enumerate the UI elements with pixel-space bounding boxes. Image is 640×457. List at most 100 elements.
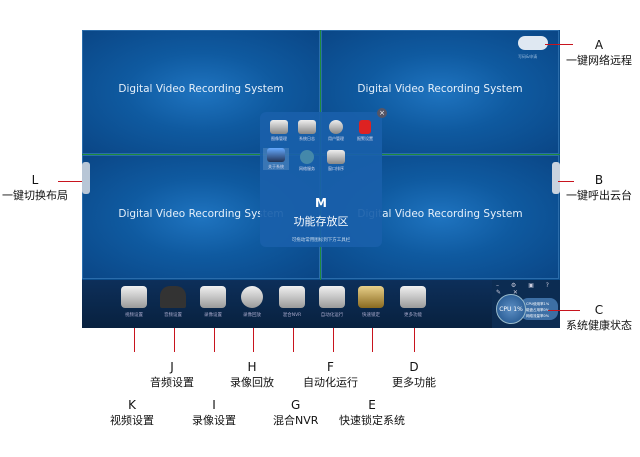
callout-line <box>333 328 334 352</box>
window-controls[interactable]: – ⚙ ▣ ? ✎ ✕ <box>496 282 554 296</box>
record-settings-button[interactable]: 录像设置 <box>193 286 233 318</box>
callout-text: 一键网络远程 <box>566 54 632 67</box>
alarm-icon <box>359 120 371 134</box>
computer-icon <box>267 148 285 162</box>
callout-key: C <box>594 303 604 317</box>
callout-key: A <box>594 38 604 52</box>
box-icon <box>400 286 426 308</box>
callout-key: E <box>368 398 376 412</box>
callout-line <box>545 44 573 45</box>
user-icon <box>329 120 343 134</box>
callout-text: 录像回放 <box>230 376 274 389</box>
item-label: 窗口排序 <box>328 166 344 171</box>
callout-line <box>134 328 135 352</box>
quick-lock-button[interactable]: 快速锁定 <box>351 286 391 318</box>
callout-text: 混合NVR <box>273 414 319 427</box>
button-label: 混合NVR <box>282 313 302 318</box>
callout-key: D <box>409 360 419 374</box>
function-area-popup: × 图像管理 系统日志 用户管理 报警设置 关于系统 网络服务 窗口排序 M 功… <box>260 108 387 247</box>
callout-l: L 一键切换布局 <box>2 173 68 203</box>
headphones-icon <box>160 286 186 308</box>
callout-line <box>174 328 175 352</box>
item-label: 用户管理 <box>328 136 344 141</box>
popup-hint: 可拖动常用图标到下方工具栏 <box>291 238 351 243</box>
callout-text: 快速锁定系统 <box>339 414 405 427</box>
film-reel-icon <box>241 286 263 308</box>
popup-item[interactable]: 网络服务 <box>294 150 320 172</box>
item-label: 关于系统 <box>268 164 284 169</box>
callout-key: L <box>31 173 39 187</box>
callout-text: 更多功能 <box>392 376 436 389</box>
callout-line <box>293 328 294 352</box>
callout-text: 视频设置 <box>110 414 154 427</box>
callout-line <box>548 310 580 311</box>
cpu-usage: CPU使用率1% <box>526 302 550 306</box>
log-icon <box>298 120 316 134</box>
button-label: 快速锁定 <box>362 313 380 318</box>
automation-icon <box>319 286 345 308</box>
audio-settings-button[interactable]: 音频设置 <box>153 286 193 318</box>
button-label: 录像回放 <box>243 313 261 318</box>
cpu-gauge: CPU 1% <box>496 294 526 324</box>
callout-line <box>414 328 415 352</box>
callout-text: 自动化运行 <box>303 376 358 389</box>
callout-key: J <box>170 360 174 374</box>
callout-line <box>253 328 254 352</box>
item-label: 图像管理 <box>271 136 287 141</box>
item-label: 报警设置 <box>357 136 373 141</box>
callout-key: G <box>291 398 301 412</box>
callout-i: I 录像设置 <box>192 398 236 428</box>
item-label: 网络服务 <box>299 166 315 171</box>
popup-title: 功能存放区 <box>293 215 349 228</box>
health-panel: – ⚙ ▣ ? ✎ ✕ CPU使用率1% 磁盘占用率0% 网络流量率0% CPU… <box>492 280 560 328</box>
camera-icon <box>279 286 305 308</box>
button-label: 视频设置 <box>125 313 143 318</box>
channel-title: Digital Video Recording System <box>357 83 523 95</box>
disk-icon <box>200 286 226 308</box>
video-channel-1[interactable]: Digital Video Recording System <box>82 30 320 154</box>
channel-title: Digital Video Recording System <box>118 208 284 220</box>
callout-text: 系统健康状态 <box>566 319 632 332</box>
popup-item[interactable]: 图像管理 <box>266 120 292 142</box>
callout-c: C 系统健康状态 <box>566 303 632 333</box>
callout-d: D 更多功能 <box>392 360 436 390</box>
close-icon[interactable]: × <box>377 108 387 118</box>
popup-item[interactable]: 系统日志 <box>294 120 320 142</box>
more-functions-button[interactable]: 更多功能 <box>393 286 433 318</box>
popup-item[interactable]: 报警设置 <box>352 120 378 142</box>
ptz-handle[interactable] <box>552 162 560 194</box>
window-icon <box>327 150 345 164</box>
callout-g: G 混合NVR <box>273 398 318 428</box>
callout-key: I <box>212 398 216 412</box>
hybrid-nvr-button[interactable]: 混合NVR <box>272 286 312 318</box>
callout-e: E 快速锁定系统 <box>339 398 405 428</box>
dvr-screen: Digital Video Recording System Digital V… <box>82 30 560 328</box>
automation-button[interactable]: 自动化运行 <box>312 286 352 318</box>
callout-line <box>372 328 373 352</box>
callout-key: K <box>128 398 136 412</box>
callout-text: 音频设置 <box>150 376 194 389</box>
item-label: 系统日志 <box>299 136 315 141</box>
cloud-remote-icon[interactable] <box>518 36 548 50</box>
callout-text: 一键切换布局 <box>2 189 68 202</box>
callout-k: K 视频设置 <box>110 398 154 428</box>
button-label: 更多功能 <box>404 313 422 318</box>
layout-switch-handle[interactable] <box>82 162 90 194</box>
callout-key: H <box>247 360 257 374</box>
popup-item[interactable]: 关于系统 <box>263 148 289 170</box>
playback-button[interactable]: 录像回放 <box>232 286 272 318</box>
health-stats: CPU使用率1% 磁盘占用率0% 网络流量率0% <box>520 298 558 320</box>
lock-icon <box>358 286 384 308</box>
callout-text: 录像设置 <box>192 414 236 427</box>
popup-item[interactable]: 用户管理 <box>323 120 349 142</box>
popup-item[interactable]: 窗口排序 <box>323 150 349 172</box>
callout-j: J 音频设置 <box>150 360 194 390</box>
toolbar: 视频设置 音频设置 录像设置 录像回放 混合NVR 自动化运行 快速锁定 更多功… <box>82 280 560 328</box>
button-label: 自动化运行 <box>320 313 344 318</box>
image-icon <box>270 120 288 134</box>
video-settings-button[interactable]: 视频设置 <box>114 286 154 318</box>
callout-text: 一键呼出云台 <box>566 189 632 202</box>
callout-line <box>58 181 82 182</box>
